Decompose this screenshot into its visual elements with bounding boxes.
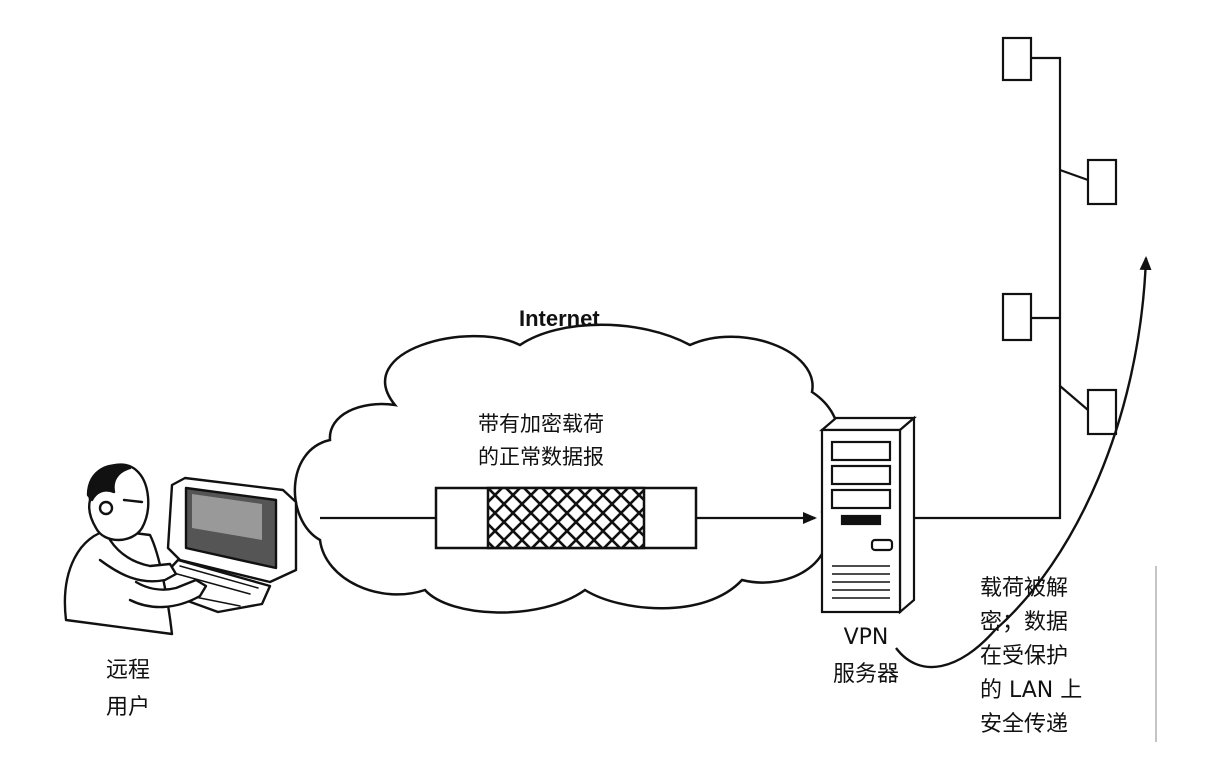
- packet-desc-line: 的正常数据报: [478, 445, 604, 469]
- lan-note-line: 的 LAN 上: [980, 678, 1083, 703]
- remote-user-line: 远程: [106, 658, 151, 683]
- packet-description: 带有加密载荷 的正常数据报: [478, 408, 604, 474]
- lan-note-line: 密；数据: [980, 610, 1069, 635]
- vpn-server-label: VPN 服务器: [818, 619, 914, 693]
- lan-delivery-note: 载荷被解 密；数据 在受保护 的 LAN 上 安全传递: [980, 572, 1082, 742]
- encrypted-datagram: [434, 486, 698, 550]
- lan-note-line: 安全传递: [980, 712, 1069, 737]
- remote-user-figure: [63, 463, 298, 636]
- decrypt-delivery-arrow: [895, 256, 1152, 669]
- lan-note-line: 载荷被解: [980, 576, 1069, 601]
- internet-label: Internet: [519, 306, 600, 331]
- internet-cloud: [293, 323, 842, 614]
- packet-desc-line: 带有加密载荷: [478, 412, 604, 436]
- lan-host-icon: [1001, 292, 1033, 342]
- lan-note-line: 在受保护: [980, 644, 1069, 669]
- protected-lan: [914, 36, 1118, 520]
- vpn-server-line: VPN: [843, 625, 889, 650]
- lan-host-icon: [1001, 36, 1033, 82]
- lan-host-icon: [1086, 158, 1118, 206]
- vpn-server-icon: [819, 415, 917, 615]
- remote-user-label: 远程 用户: [106, 652, 150, 726]
- remote-user-line: 用户: [106, 695, 151, 720]
- vpn-server-line: 服务器: [832, 662, 899, 687]
- lan-host-icon: [1086, 388, 1118, 436]
- encrypted-payload: [486, 486, 646, 550]
